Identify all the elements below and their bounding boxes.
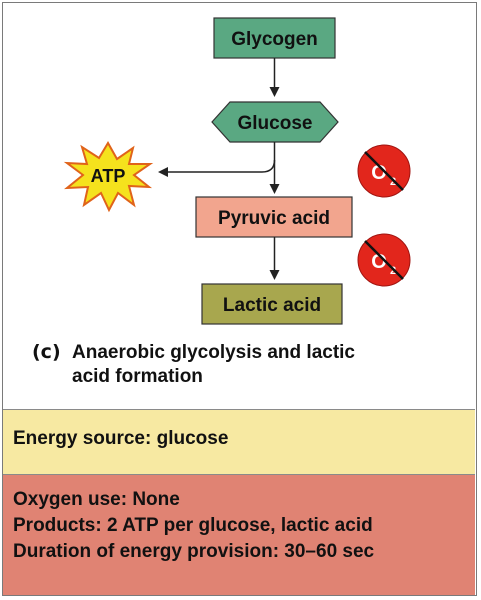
oxygen-use-text: Oxygen use: None — [13, 489, 180, 510]
energy-source-text: Energy source: glucose — [13, 428, 229, 449]
pyruvic-acid-node: Pyruvic acid — [195, 196, 353, 238]
glycogen-node: Glycogen — [213, 17, 336, 59]
no-oxygen-subscript: 2 — [390, 176, 396, 188]
no-oxygen-symbol: O — [371, 251, 387, 273]
no-oxygen-subscript: 2 — [390, 265, 396, 277]
lactic-acid-label: Lactic acid — [223, 295, 321, 316]
glycolysis-diagram: Glycogen Glucose ATP Pyruvic acid Lactic… — [63, 17, 411, 325]
details-panel: Oxygen use: None Products: 2 ATP per glu… — [3, 475, 475, 595]
caption-tag: (c) — [32, 341, 61, 363]
no-oxygen-symbol: O — [371, 162, 387, 184]
arrow-glucose-to-atp — [158, 142, 276, 177]
atp-label: ATP — [91, 166, 126, 186]
no-oxygen-icon: O 2 — [357, 144, 411, 198]
atp-node: ATP — [63, 141, 154, 213]
glycogen-label: Glycogen — [231, 29, 318, 50]
duration-text: Duration of energy provision: 30–60 sec — [13, 541, 375, 562]
no-oxygen-icon: O 2 — [357, 233, 411, 287]
energy-source-panel: Energy source: glucose — [3, 409, 475, 475]
glucose-label: Glucose — [238, 113, 313, 134]
caption-line-2: acid formation — [72, 366, 203, 387]
lactic-acid-node: Lactic acid — [201, 283, 343, 325]
figure-caption: (c) Anaerobic glycolysis and lactic acid … — [32, 340, 452, 389]
caption-line-1: Anaerobic glycolysis and lactic — [72, 342, 355, 363]
products-text: Products: 2 ATP per glucose, lactic acid — [13, 515, 373, 536]
pyruvic-acid-label: Pyruvic acid — [218, 208, 330, 229]
glucose-node: Glucose — [211, 101, 339, 143]
